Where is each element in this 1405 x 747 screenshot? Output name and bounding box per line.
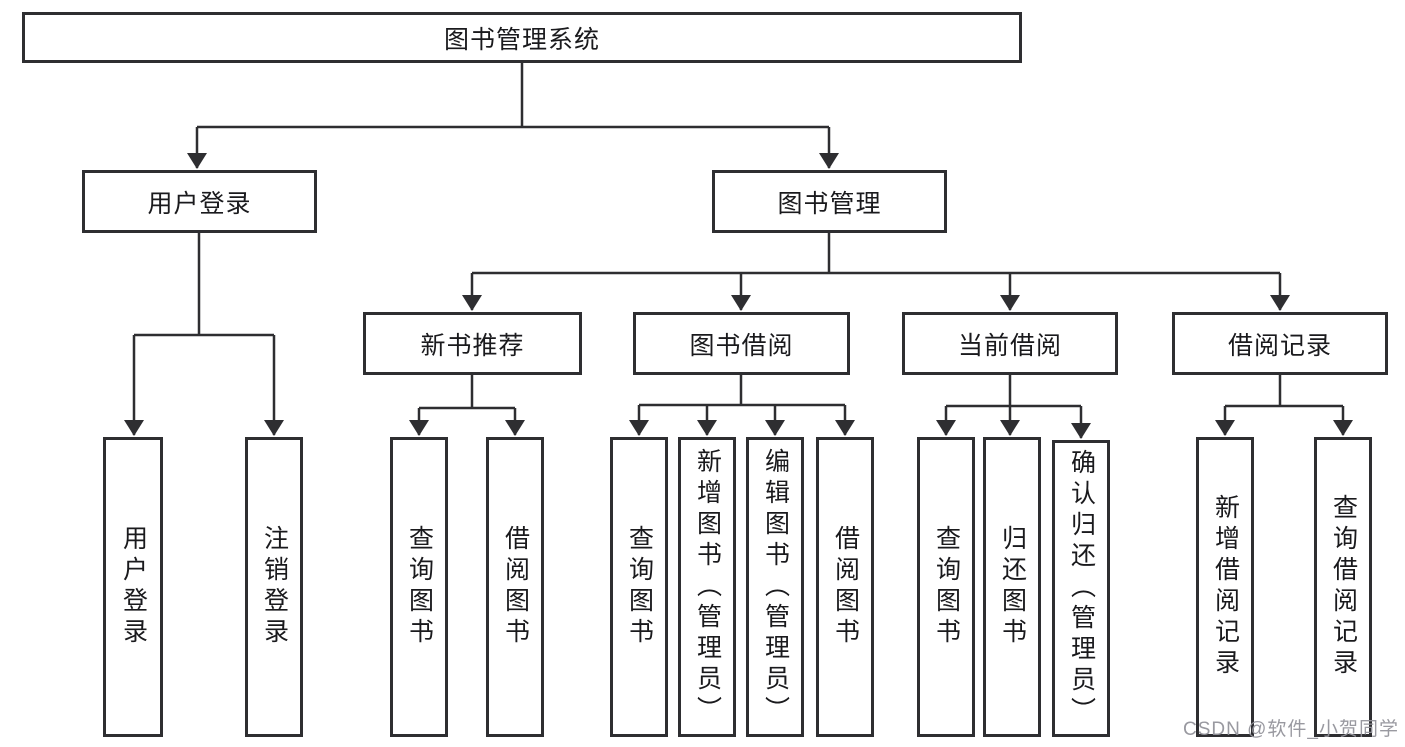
node-borrowing-records: 借阅记录 [1172, 312, 1388, 375]
node-current-borrowing: 当前借阅 [902, 312, 1118, 375]
leaf-return-book: 归还图书 [983, 437, 1041, 737]
leaf-query-books-recommend: 查询图书 [390, 437, 448, 737]
leaf-query-books-current: 查询图书 [917, 437, 975, 737]
node-book-borrowing: 图书借阅 [633, 312, 850, 375]
leaf-add-borrow-record: 新增借阅记录 [1196, 437, 1254, 737]
leaf-borrow-books-borrowing: 借阅图书 [816, 437, 874, 737]
leaf-edit-book-admin: 编辑图书（管理员） [746, 437, 804, 737]
leaf-query-borrow-record: 查询借阅记录 [1314, 437, 1372, 737]
leaf-logout: 注销登录 [245, 437, 303, 737]
leaf-user-login: 用户登录 [103, 437, 163, 737]
leaf-add-book-admin: 新增图书（管理员） [678, 437, 736, 737]
node-user-login: 用户登录 [82, 170, 317, 233]
leaf-borrow-books-recommend: 借阅图书 [486, 437, 544, 737]
node-book-management: 图书管理 [712, 170, 947, 233]
leaf-query-books-borrowing: 查询图书 [610, 437, 668, 737]
node-new-book-recommend: 新书推荐 [363, 312, 582, 375]
leaf-confirm-return-admin: 确认归还（管理员） [1052, 440, 1110, 737]
watermark: CSDN @软件_小贺同学 [1183, 719, 1399, 740]
node-library-management-system: 图书管理系统 [22, 12, 1022, 63]
